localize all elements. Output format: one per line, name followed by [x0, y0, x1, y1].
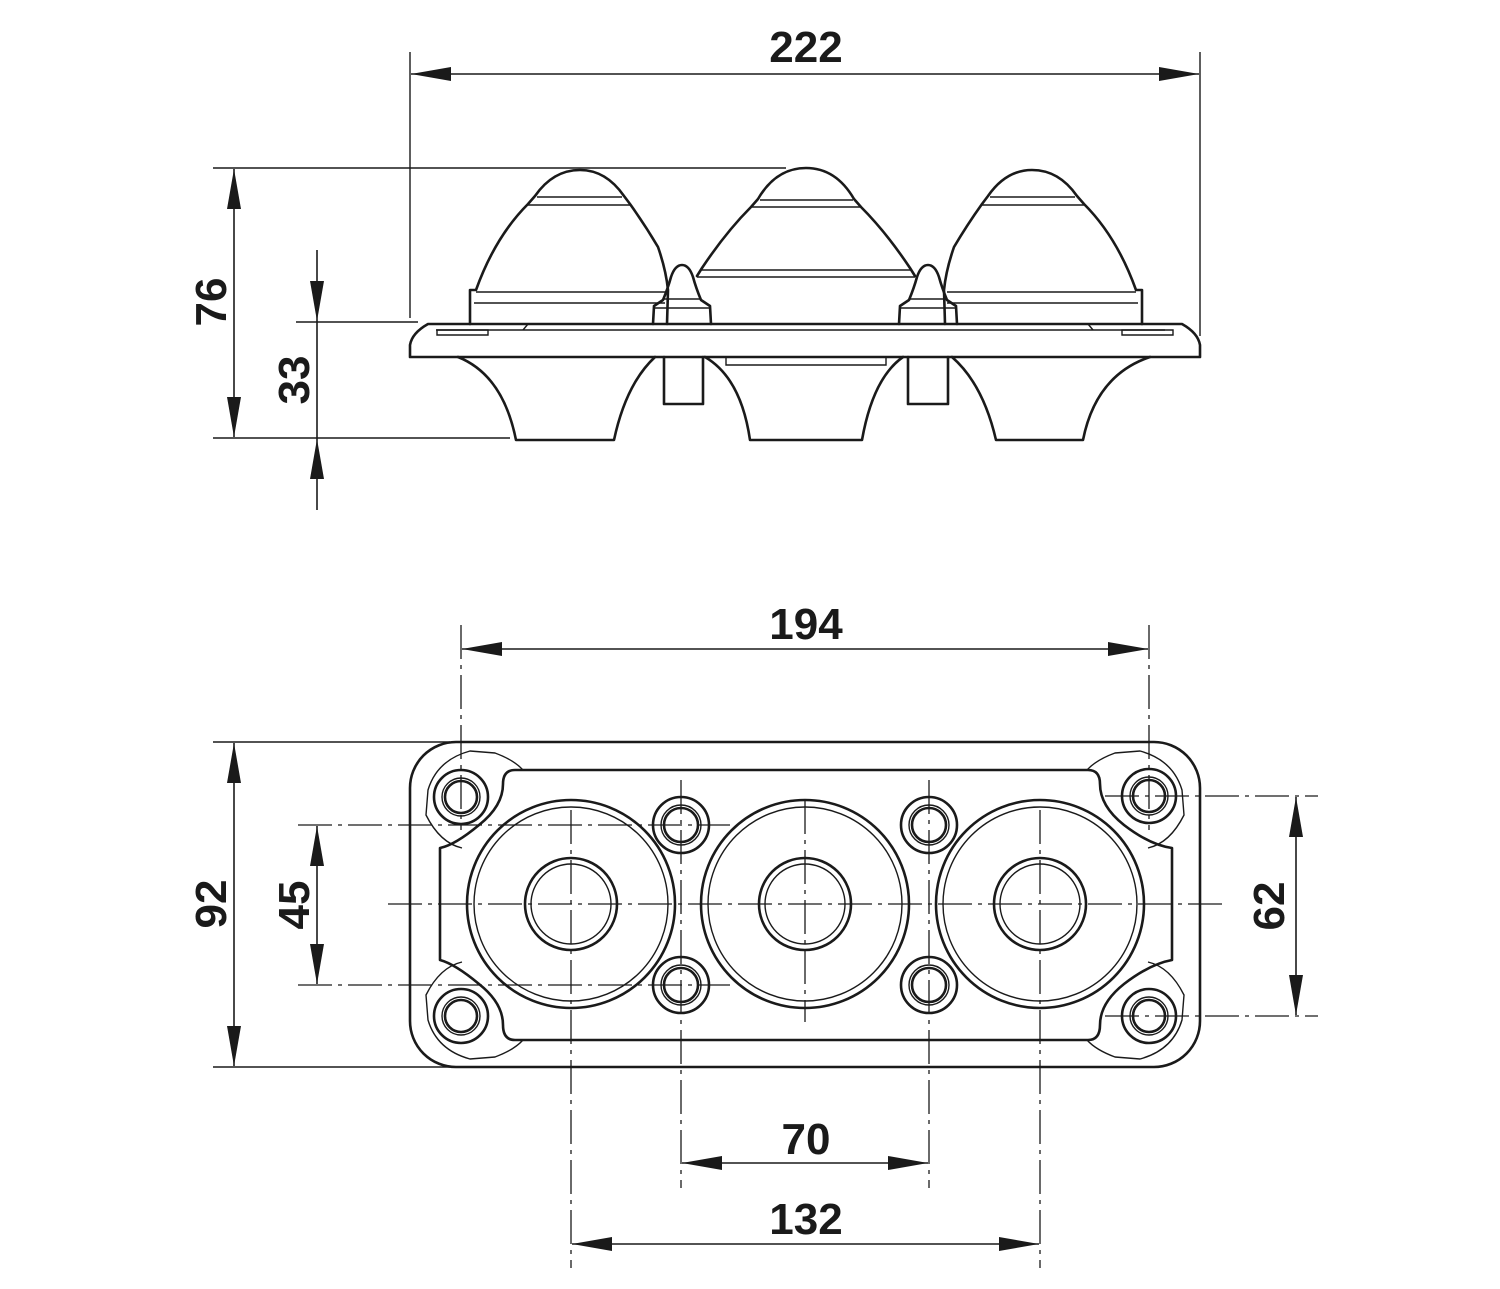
screw-head-right: [897, 263, 959, 326]
mounting-hole-bottom-left: [432, 987, 490, 1045]
dimension-33: 33: [270, 356, 319, 405]
screw-head-left: [651, 263, 713, 326]
dimension-132: 132: [769, 1195, 842, 1244]
gland-cone-right: [942, 168, 1144, 326]
flange-plate: [408, 322, 1202, 359]
dimension-62: 62: [1245, 882, 1294, 931]
dimension-92: 92: [187, 880, 236, 929]
dimension-222: 222: [769, 23, 842, 72]
inner-recess: [438, 768, 1174, 1042]
gland-cone-middle: [695, 166, 917, 278]
plan-view: 194 92 45 62 70 132: [187, 600, 1318, 1268]
dimension-76: 76: [187, 278, 236, 327]
lower-bodies: [456, 355, 1152, 442]
gland-cone-left: [468, 168, 670, 326]
dimension-45: 45: [270, 881, 319, 930]
dimension-194: 194: [769, 600, 843, 649]
side-view: 222 76 33: [187, 23, 1202, 510]
dimension-70: 70: [782, 1115, 831, 1164]
